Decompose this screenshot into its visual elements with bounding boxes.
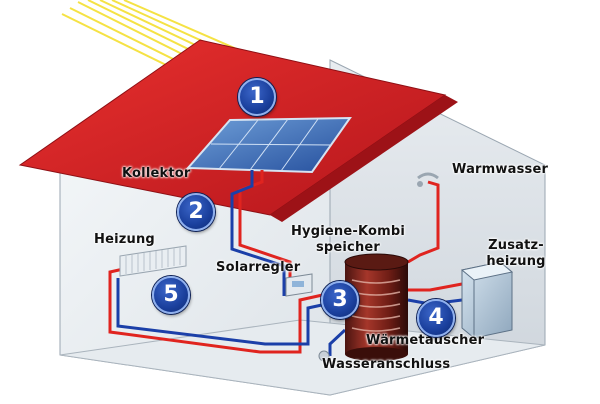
water-connection-pipe — [328, 328, 347, 356]
house-floor — [59, 319, 546, 396]
label-kollektor: Kollektor — [122, 166, 191, 181]
label-speicher-line2: speicher — [315, 240, 381, 255]
house-roof-edge — [270, 95, 458, 222]
label-zusatz-line1: Zusatz- — [488, 238, 544, 253]
label-zusatz-line2: heizung — [486, 254, 546, 269]
solar-controller — [285, 273, 313, 297]
heating-pipes — [108, 266, 346, 354]
label-heizung: Heizung — [94, 232, 155, 247]
label-wasseranschluss: Wasseranschluss — [322, 357, 451, 372]
warm-water-tap — [417, 172, 439, 187]
solar-collector — [185, 116, 352, 174]
radiator — [119, 245, 187, 277]
water-connection-valve — [318, 350, 330, 362]
marker-2: 2 — [177, 193, 215, 231]
label-waermetauscher: Wärmetauscher — [366, 333, 485, 348]
marker-5: 5 — [152, 276, 190, 314]
label-speicher-line1: Hygiene-Kombi — [290, 224, 406, 239]
label-zusatzheizung: Zusatz- heizung — [474, 238, 558, 270]
label-solarregler: Solarregler — [216, 260, 301, 275]
marker-3: 3 — [321, 281, 359, 319]
marker-4: 4 — [417, 299, 455, 337]
collector-pipes — [230, 170, 292, 296]
warm-water-pipe — [407, 180, 440, 264]
marker-1: 1 — [238, 78, 276, 116]
label-hygiene-kombi-speicher: Hygiene-Kombi speicher — [288, 224, 408, 256]
auxiliary-heater — [460, 261, 514, 339]
label-warmwasser: Warmwasser — [452, 162, 549, 177]
